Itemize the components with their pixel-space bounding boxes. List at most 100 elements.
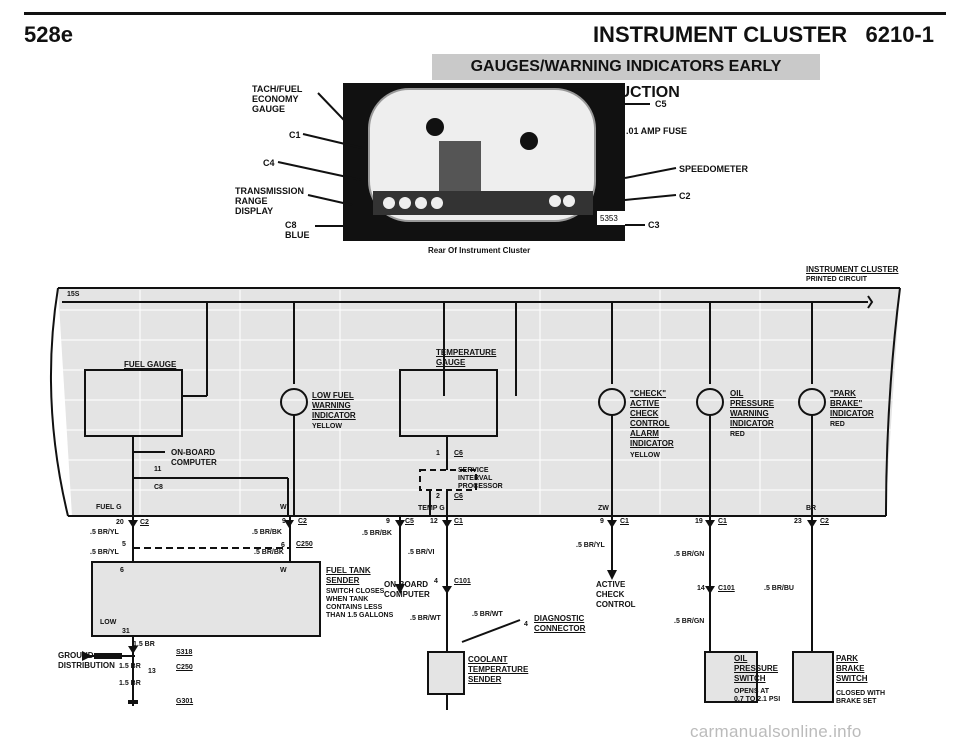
ground-wire: 1.5 BR: [133, 641, 155, 648]
cluster-photo: 5353: [343, 83, 625, 241]
photo-label-c8: C8 BLUE: [285, 220, 310, 240]
section-title: INSTRUMENT CLUSTER 6210-1: [592, 22, 934, 47]
oil-switch-note: OPENS AT 0.7 TO 2.1 PSI: [734, 688, 781, 703]
ground-distribution-label: GROUND DISTRIBUTION: [58, 651, 115, 670]
photo-label-c3: C3: [648, 220, 660, 230]
oil-color: RED: [730, 431, 745, 438]
park-c2: C2: [820, 518, 829, 525]
park-color: RED: [830, 421, 845, 428]
oil-wire-1: .5 BR/GN: [674, 551, 705, 558]
park-pin-br: BR: [806, 505, 817, 512]
temp-pin-4b: 4: [524, 621, 528, 628]
fuel-tank-sender-note: SWITCH CLOSES WHEN TANK CONTAINS LESS TH…: [326, 588, 394, 619]
temp-gauge-label: TEMPERATURE GAUGE: [436, 348, 497, 367]
check-pin-9: 9: [600, 518, 604, 525]
temp-c6: C6: [454, 450, 463, 457]
temp-c101: C101: [454, 578, 471, 585]
photo-label-c4: C4: [263, 158, 275, 168]
fuel-gauge-label: FUEL GAUGE: [124, 360, 177, 369]
low-fuel-wire: .5 BR/BK: [252, 529, 282, 536]
oil-switch-label: OIL PRESSURE SWITCH: [734, 654, 779, 683]
sender-low: LOW: [100, 619, 117, 626]
oil-c1: C1: [718, 518, 727, 525]
temp-wire-2: .5 BR/VI: [408, 549, 435, 556]
photo-label-speedo: SPEEDOMETER: [679, 164, 749, 174]
fuel-pin-6: 6: [120, 567, 124, 574]
temp-pin-9: 9: [386, 518, 390, 525]
fuel-onboard-label: ON-BOARD COMPUTER: [171, 448, 217, 467]
active-check-control-label: ACTIVE CHECK CONTROL: [596, 580, 636, 609]
photo-label-tach: TACH/FUEL ECONOMY GAUGE: [252, 84, 303, 114]
oil-c101: C101: [718, 585, 735, 592]
fuel-pin-5: 5: [122, 541, 126, 548]
photo-label-c2: C2: [679, 191, 691, 201]
circuit-subtitle: PRINTED CIRCUIT: [806, 276, 868, 283]
park-switch-label: PARK BRAKE SWITCH: [836, 654, 868, 683]
temp-c1: C1: [454, 518, 463, 525]
fuel-c250: C250: [176, 664, 193, 671]
low-fuel-pin-9: 9: [282, 518, 286, 525]
oil-indicator-label: OIL PRESSURE WARNING INDICATOR: [730, 389, 775, 428]
park-switch-note: CLOSED WITH BRAKE SET: [836, 690, 885, 705]
fuel-pin-11: 11: [154, 466, 162, 473]
fuel-pin-13: 13: [148, 668, 156, 675]
oil-pin-19: 19: [695, 518, 703, 525]
low-fuel-pin-w: W: [280, 504, 287, 511]
bus-label: 15S: [67, 291, 80, 298]
ground-g301: G301: [176, 698, 194, 705]
temp-pin-12: 12: [430, 518, 438, 525]
photo-id: 5353: [600, 214, 618, 223]
fuel-pin-31: 31: [122, 628, 130, 635]
fuel-c2: C2: [140, 519, 149, 526]
fuel-tank-sender-label: FUEL TANK SENDER: [326, 566, 371, 585]
temp-wire-3: .5 BR/WT: [410, 615, 441, 622]
wire-15br-b: 1.5 BR: [119, 680, 141, 687]
model-label: 528e: [24, 22, 73, 47]
photo-label-trans: TRANSMISSION RANGE DISPLAY: [235, 186, 305, 216]
fuel-c8: C8: [154, 484, 163, 491]
park-indicator-label: "PARK BRAKE" INDICATOR: [830, 389, 874, 418]
check-color: YELLOW: [630, 452, 660, 459]
park-wire: .5 BR/BU: [764, 585, 794, 592]
oil-wire-2: .5 BR/GN: [674, 618, 705, 625]
fuel-wire-1: .5 BR/YL: [90, 529, 119, 536]
service-interval-label: SERVICE INTERVAL PROCESSOR: [458, 467, 503, 490]
low-fuel-indicator-label: LOW FUEL WARNING INDICATOR: [312, 391, 356, 420]
check-pin-zw: ZW: [598, 505, 609, 512]
wire-15br-a: 1.5 BR: [119, 663, 141, 670]
diagnostic-connector-label: DIAGNOSTIC CONNECTOR: [534, 614, 586, 633]
temp-c5: C5: [405, 518, 414, 525]
park-pin-23: 23: [794, 518, 802, 525]
low-fuel-color: YELLOW: [312, 423, 342, 430]
fuel-pin-g: FUEL G: [96, 504, 122, 511]
photo-label-c1: C1: [289, 130, 301, 140]
temp-pin-2: 2: [436, 493, 440, 500]
check-wire: .5 BR/YL: [576, 542, 605, 549]
temp-wire-4: .5 BR/WT: [472, 611, 503, 618]
oil-pin-14: 14: [697, 585, 705, 592]
temp-pin-g: TEMP G: [418, 505, 445, 512]
check-c1: C1: [620, 518, 629, 525]
photo-caption: Rear Of Instrument Cluster: [428, 246, 531, 255]
header-rule: [24, 12, 946, 15]
temp-wire-1: .5 BR/BK: [362, 530, 392, 537]
low-fuel-c250: C250: [296, 541, 313, 548]
temp-pin-1: 1: [436, 450, 440, 457]
check-indicator-label: "CHECK" ACTIVE CHECK CONTROL ALARM INDIC…: [630, 389, 674, 448]
low-fuel-pin-w2: W: [280, 567, 287, 574]
circuit-title: INSTRUMENT CLUSTER: [806, 265, 899, 274]
photo-label-fuse: .01 AMP FUSE: [626, 126, 688, 136]
temp-c6b: C6: [454, 493, 463, 500]
temp-pin-4: 4: [434, 578, 438, 585]
coolant-sender-label: COOLANT TEMPERATURE SENDER: [468, 655, 529, 684]
photo-label-c5: C5: [655, 99, 667, 109]
fuel-wire-2: .5 BR/YL: [90, 549, 119, 556]
temp-onboard-label: ON-BOARD COMPUTER: [384, 580, 430, 599]
splice-s318: S318: [176, 649, 193, 656]
fuel-pin-20: 20: [116, 519, 124, 526]
watermark-footer: carmanualsonline.info: [690, 722, 862, 741]
low-fuel-c2: C2: [298, 518, 307, 525]
low-fuel-wire-2: .5 BR/BK: [254, 549, 284, 556]
low-fuel-pin-6: 6: [281, 542, 285, 549]
